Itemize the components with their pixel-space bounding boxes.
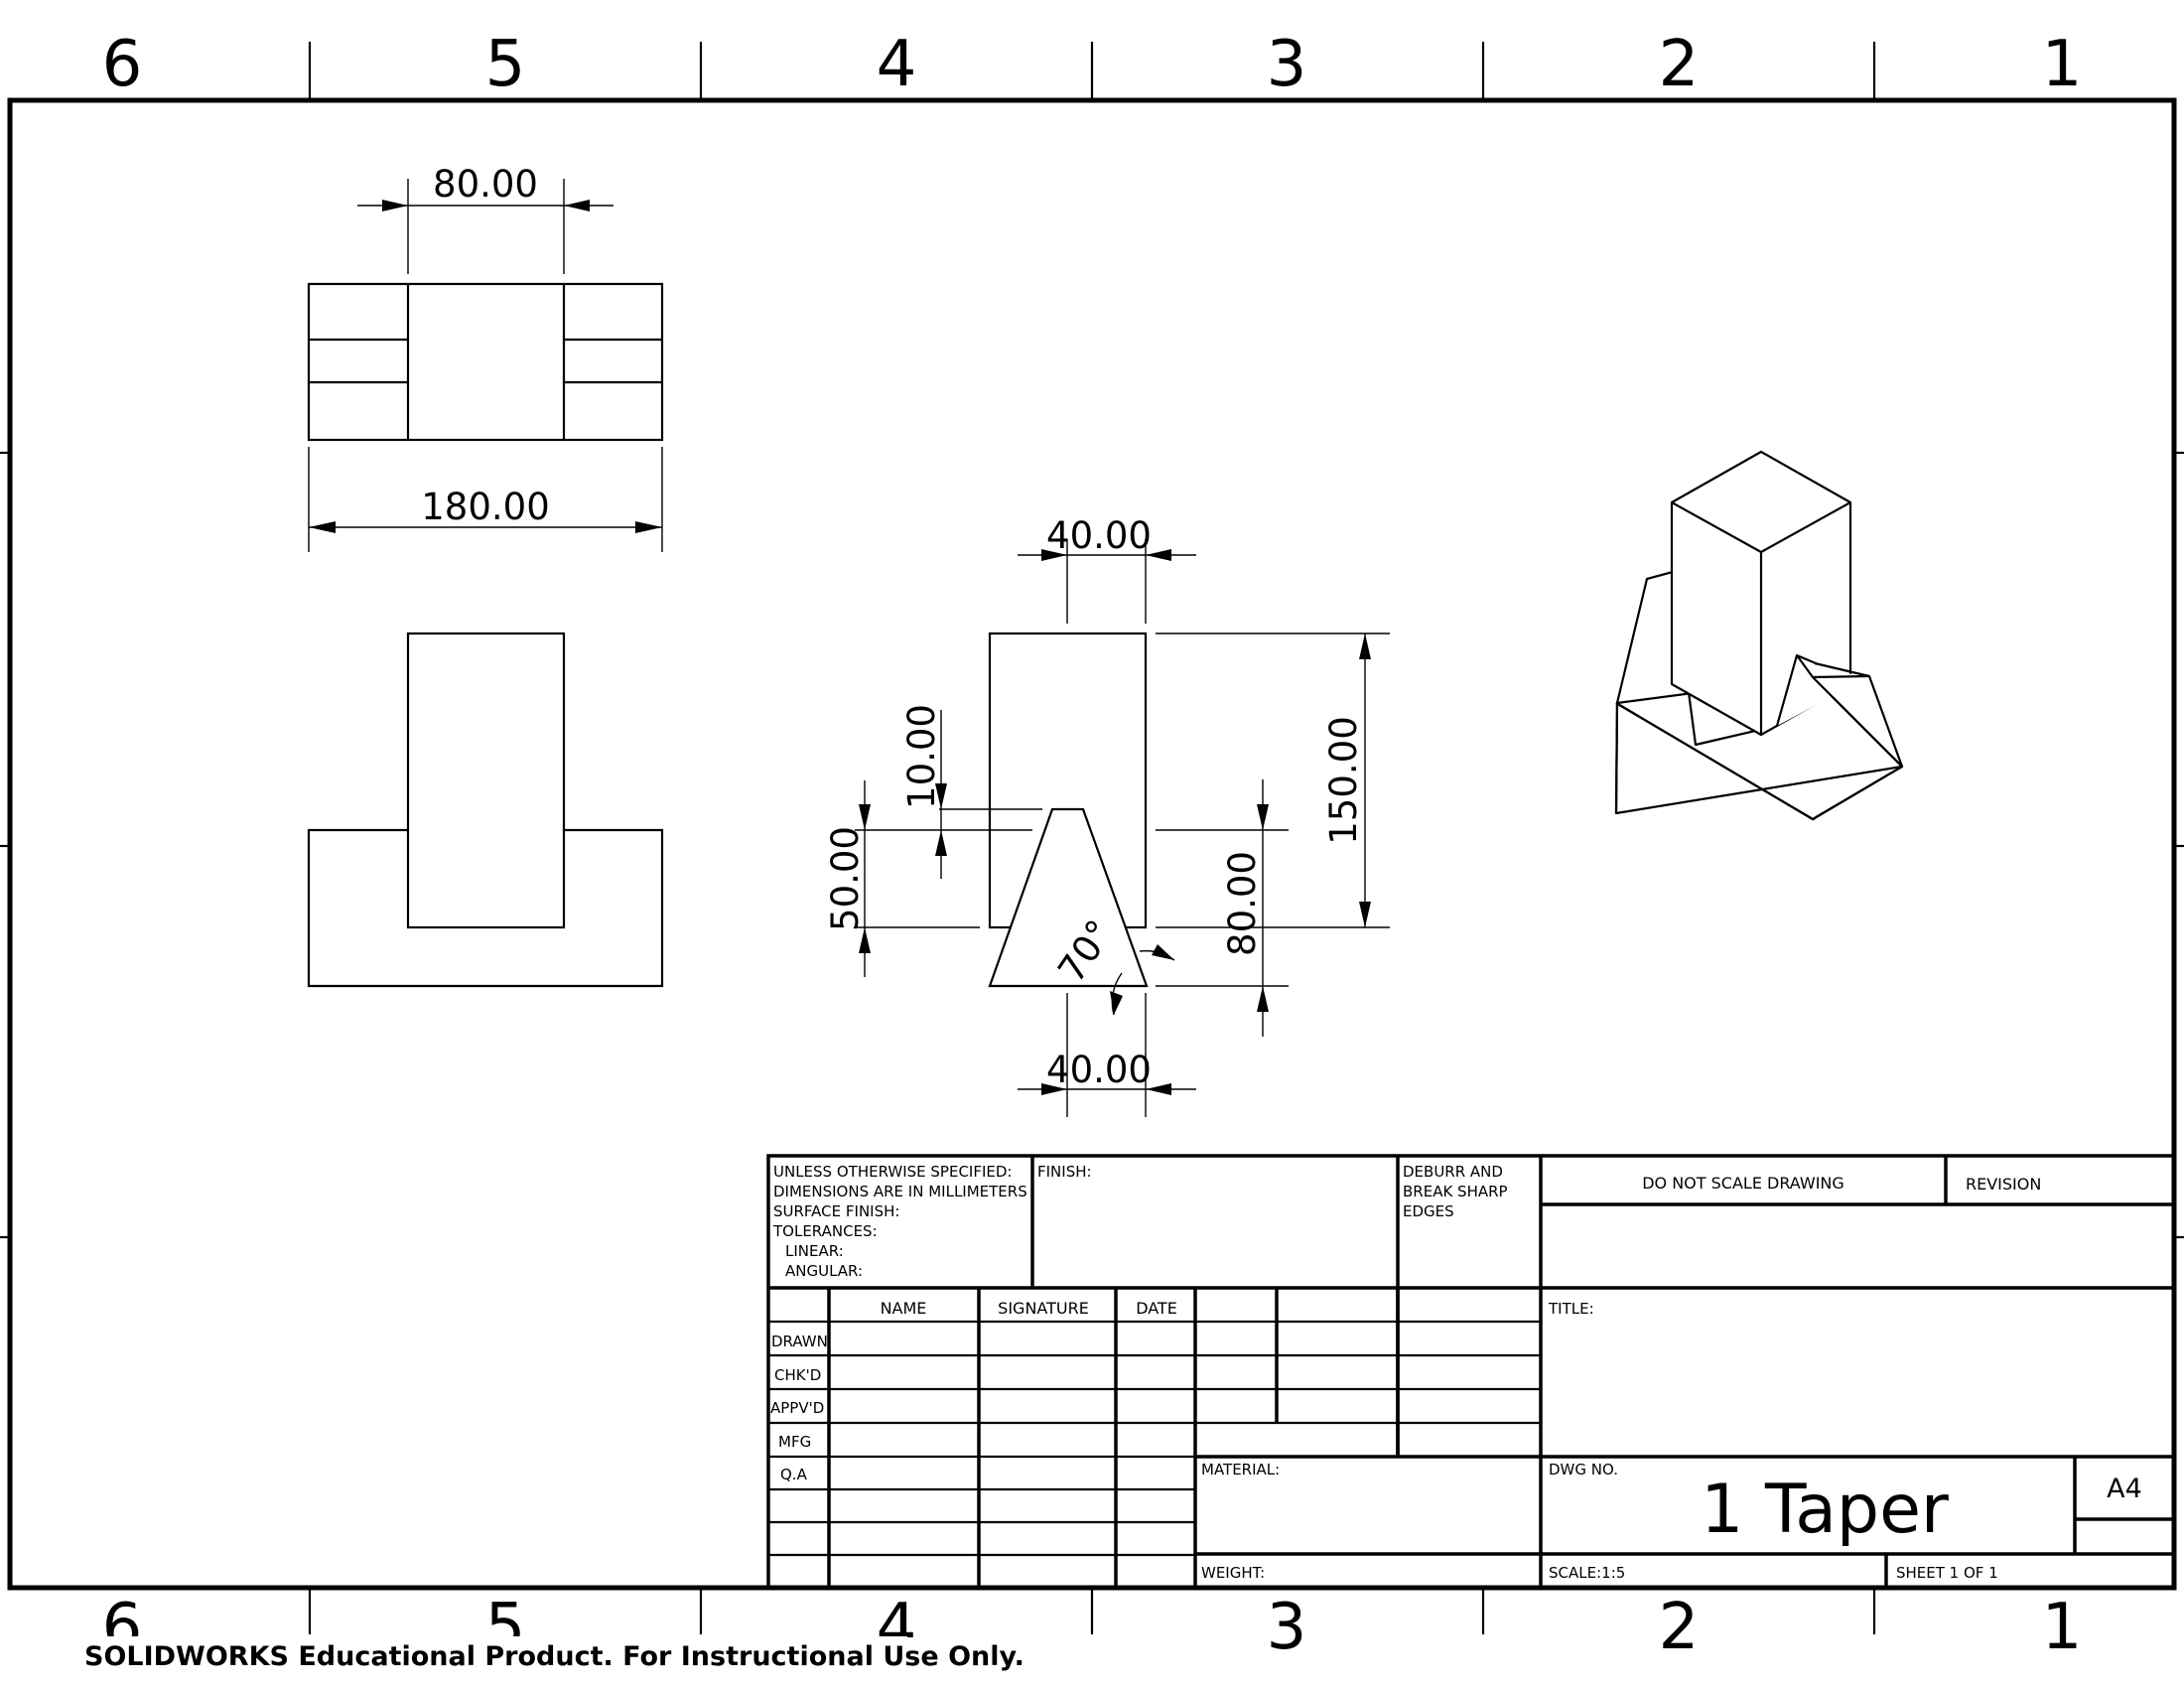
isometric-view [1614, 450, 1904, 821]
dim-front-top-width: 40.00 [1018, 514, 1196, 624]
dim-lower-height: 80.00 [1156, 779, 1289, 1037]
tb-weight-label: WEIGHT: [1201, 1564, 1265, 1582]
tb-col-signature: SIGNATURE [998, 1299, 1089, 1318]
zone-bottom-1: 1 [2042, 1591, 2083, 1664]
dim-taper-top-offset: 10.00 [899, 704, 1042, 879]
tb-row-approved: APPV'D [770, 1399, 824, 1417]
tb-row-mfg: MFG [778, 1433, 811, 1451]
dim-top-inner-width: 80.00 [357, 163, 614, 274]
tb-note-3: SURFACE FINISH: [773, 1202, 899, 1220]
tb-scale: SCALE:1:5 [1549, 1564, 1625, 1582]
drawing-border [7, 97, 2177, 1591]
dim-top-inner-width-label: 80.00 [433, 163, 538, 206]
tb-dwg-no: 1 Taper [1701, 1471, 1949, 1549]
dim-taper-height: 50.00 [824, 780, 980, 977]
front-view [988, 632, 1149, 988]
educational-footer-note: SOLIDWORKS Educational Product. For Inst… [84, 1641, 1024, 1672]
top-view [307, 282, 664, 442]
dim-overall-height: 150.00 [1156, 633, 1390, 928]
tb-row-drawn: DRAWN [771, 1333, 828, 1350]
tb-note-4: TOLERANCES: [772, 1222, 878, 1240]
zone-top-3: 3 [1267, 28, 1307, 101]
tb-note-6: ANGULAR: [785, 1262, 863, 1280]
tb-dwg-no-label: DWG NO. [1549, 1461, 1618, 1478]
dim-taper-height-label: 50.00 [824, 826, 867, 931]
footer-note-backdrop [79, 1636, 907, 1676]
dim-front-bottom-width-label: 40.00 [1046, 1049, 1152, 1091]
zone-top-5: 5 [485, 28, 526, 101]
tb-deburr-1: DEBURR AND [1403, 1163, 1503, 1181]
tb-col-date: DATE [1136, 1299, 1177, 1318]
tb-row-qa: Q.A [780, 1466, 808, 1483]
dim-overall-height-label: 150.00 [1322, 716, 1365, 844]
tb-note-1: UNLESS OTHERWISE SPECIFIED: [773, 1163, 1012, 1181]
tb-size: A4 [2107, 1474, 2142, 1504]
dim-taper-top-offset-label: 10.00 [900, 704, 943, 809]
tb-col-name: NAME [881, 1299, 927, 1318]
dim-lower-height-label: 80.00 [1221, 851, 1264, 956]
tb-title-label: TITLE: [1548, 1300, 1594, 1318]
tb-row-checked: CHK'D [774, 1366, 821, 1384]
tb-material-label: MATERIAL: [1201, 1461, 1280, 1478]
zone-top-2: 2 [1659, 28, 1700, 101]
tb-finish-label: FINISH: [1037, 1163, 1092, 1181]
side-view [307, 632, 664, 988]
dim-front-bottom-width: 40.00 [1018, 993, 1196, 1117]
tb-revision-label: REVISION [1966, 1175, 2041, 1194]
title-block: UNLESS OTHERWISE SPECIFIED: DIMENSIONS A… [766, 1154, 2174, 1588]
zone-top-1: 1 [2042, 28, 2083, 101]
tb-deburr-3: EDGES [1403, 1202, 1454, 1220]
zone-bottom-2: 2 [1659, 1591, 1700, 1664]
tb-note-5: LINEAR: [785, 1242, 844, 1260]
tb-sheet: SHEET 1 OF 1 [1896, 1564, 1998, 1582]
tb-note-2: DIMENSIONS ARE IN MILLIMETERS [773, 1183, 1027, 1200]
zone-top-4: 4 [877, 28, 917, 101]
dim-top-overall-width: 180.00 [308, 447, 663, 552]
dim-top-overall-width-label: 180.00 [421, 486, 549, 528]
dim-front-top-width-label: 40.00 [1046, 514, 1152, 557]
tb-do-not-scale: DO NOT SCALE DRAWING [1642, 1174, 1844, 1193]
zone-bottom-3: 3 [1267, 1591, 1307, 1664]
tb-deburr-2: BREAK SHARP [1403, 1183, 1508, 1200]
zone-top-6: 6 [102, 28, 143, 101]
